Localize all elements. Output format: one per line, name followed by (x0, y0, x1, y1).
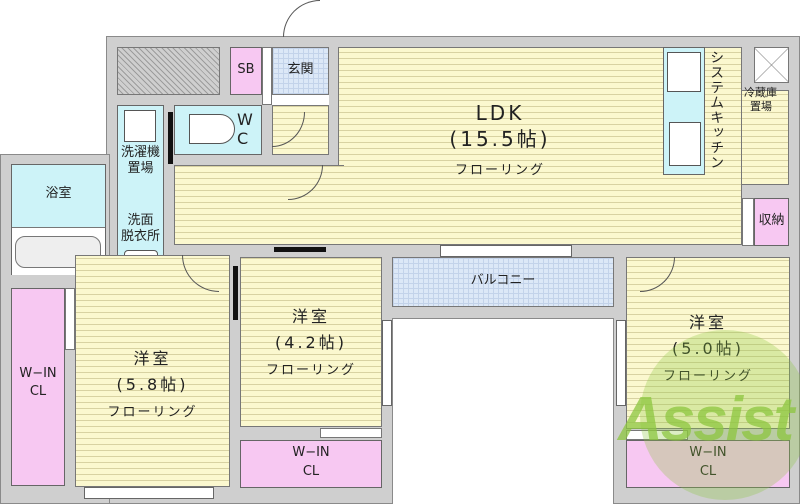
storage-door[interactable] (742, 198, 754, 246)
east-room-size: (5.0帖) (672, 339, 744, 358)
balcony-label: バルコニー (470, 273, 536, 288)
wic-west-label-1: W−IN (19, 366, 57, 381)
wic-east-door[interactable] (626, 430, 688, 440)
washer-space: 洗濯機 置場 洗面 脱衣所 (117, 105, 164, 275)
west-room-window[interactable] (84, 487, 214, 499)
east-room-floor: フローリング (662, 369, 753, 384)
east-room: 洋室 (5.0帖) フローリング (626, 257, 790, 429)
west-room-floor: フローリング (107, 405, 198, 420)
toilet-room: W C (174, 105, 262, 155)
wic-center: W−IN CL (240, 440, 382, 488)
kitchen-label: システムキッチン (708, 50, 725, 170)
hatched-storage (117, 47, 220, 95)
east-room-window[interactable] (616, 320, 626, 406)
shoe-box-label: SB (237, 62, 255, 77)
entrance-label: 玄関 (287, 62, 314, 77)
fridge-label-1: 冷蔵庫 (744, 86, 777, 99)
center-room-size: (4.2帖) (275, 333, 347, 352)
washroom-label-1: 洗面 (127, 213, 154, 228)
wic-center-label-1: W−IN (292, 445, 330, 460)
storage-label: 収納 (758, 213, 785, 228)
west-room-label: 洋室 (133, 349, 172, 368)
fridge-space (754, 47, 789, 83)
wic-west-label-2: CL (29, 384, 47, 399)
fridge-label-2: 置場 (750, 100, 772, 113)
west-room-size: (5.8帖) (116, 375, 189, 394)
center-room-top-accent (274, 247, 326, 252)
kitchen-sink-icon (669, 122, 701, 166)
outer-notch-ne (742, 0, 800, 36)
washer-label-1: 洗濯機 (120, 145, 160, 160)
ldk-floor: フローリング (454, 163, 545, 178)
wic-center-door[interactable] (320, 428, 382, 438)
toilet-icon (189, 114, 235, 144)
ldk-label: LDK (475, 101, 525, 125)
ldk-east-strip (742, 90, 789, 185)
toilet-label-w: W (237, 110, 253, 129)
wic-east-label-2: CL (699, 464, 717, 479)
entrance-door-swing[interactable] (283, 0, 320, 37)
west-room-wall-accent (233, 266, 238, 320)
wic-east: W−IN CL (626, 440, 790, 488)
wic-west-door[interactable] (65, 288, 75, 350)
west-room: 洋室 (5.8帖) フローリング (75, 255, 230, 487)
center-room-floor: フローリング (265, 363, 356, 378)
washroom-wall-accent (168, 112, 173, 164)
wic-west: W−IN CL (11, 288, 65, 486)
stove-icon (667, 52, 701, 92)
storage-closet: 収納 (754, 198, 789, 246)
east-room-label: 洋室 (688, 313, 727, 332)
entry-step (262, 47, 272, 105)
wic-center-label-2: CL (302, 464, 320, 479)
wic-east-label-1: W−IN (689, 445, 727, 460)
entrance: 玄関 (272, 47, 329, 95)
balcony: バルコニー (392, 257, 614, 307)
entrance-hall-gap (272, 95, 329, 105)
toilet-label-c: C (237, 129, 249, 148)
watermark-logo: Assist (618, 385, 794, 454)
ldk-size: (15.5帖) (449, 127, 551, 151)
washroom-label-2: 脱衣所 (120, 229, 160, 244)
system-kitchen (663, 47, 705, 175)
bath-label: 浴室 (45, 186, 72, 201)
center-room: 洋室 (4.2帖) フローリング (240, 257, 382, 427)
shoe-box: SB (230, 47, 262, 95)
center-room-window[interactable] (382, 320, 392, 406)
washer-icon (124, 110, 156, 142)
watermark-circle (640, 330, 800, 500)
balcony-window[interactable] (440, 245, 572, 257)
washer-label-2: 置場 (127, 161, 154, 176)
courtyard-gap (392, 318, 614, 504)
center-room-label: 洋室 (291, 307, 330, 326)
